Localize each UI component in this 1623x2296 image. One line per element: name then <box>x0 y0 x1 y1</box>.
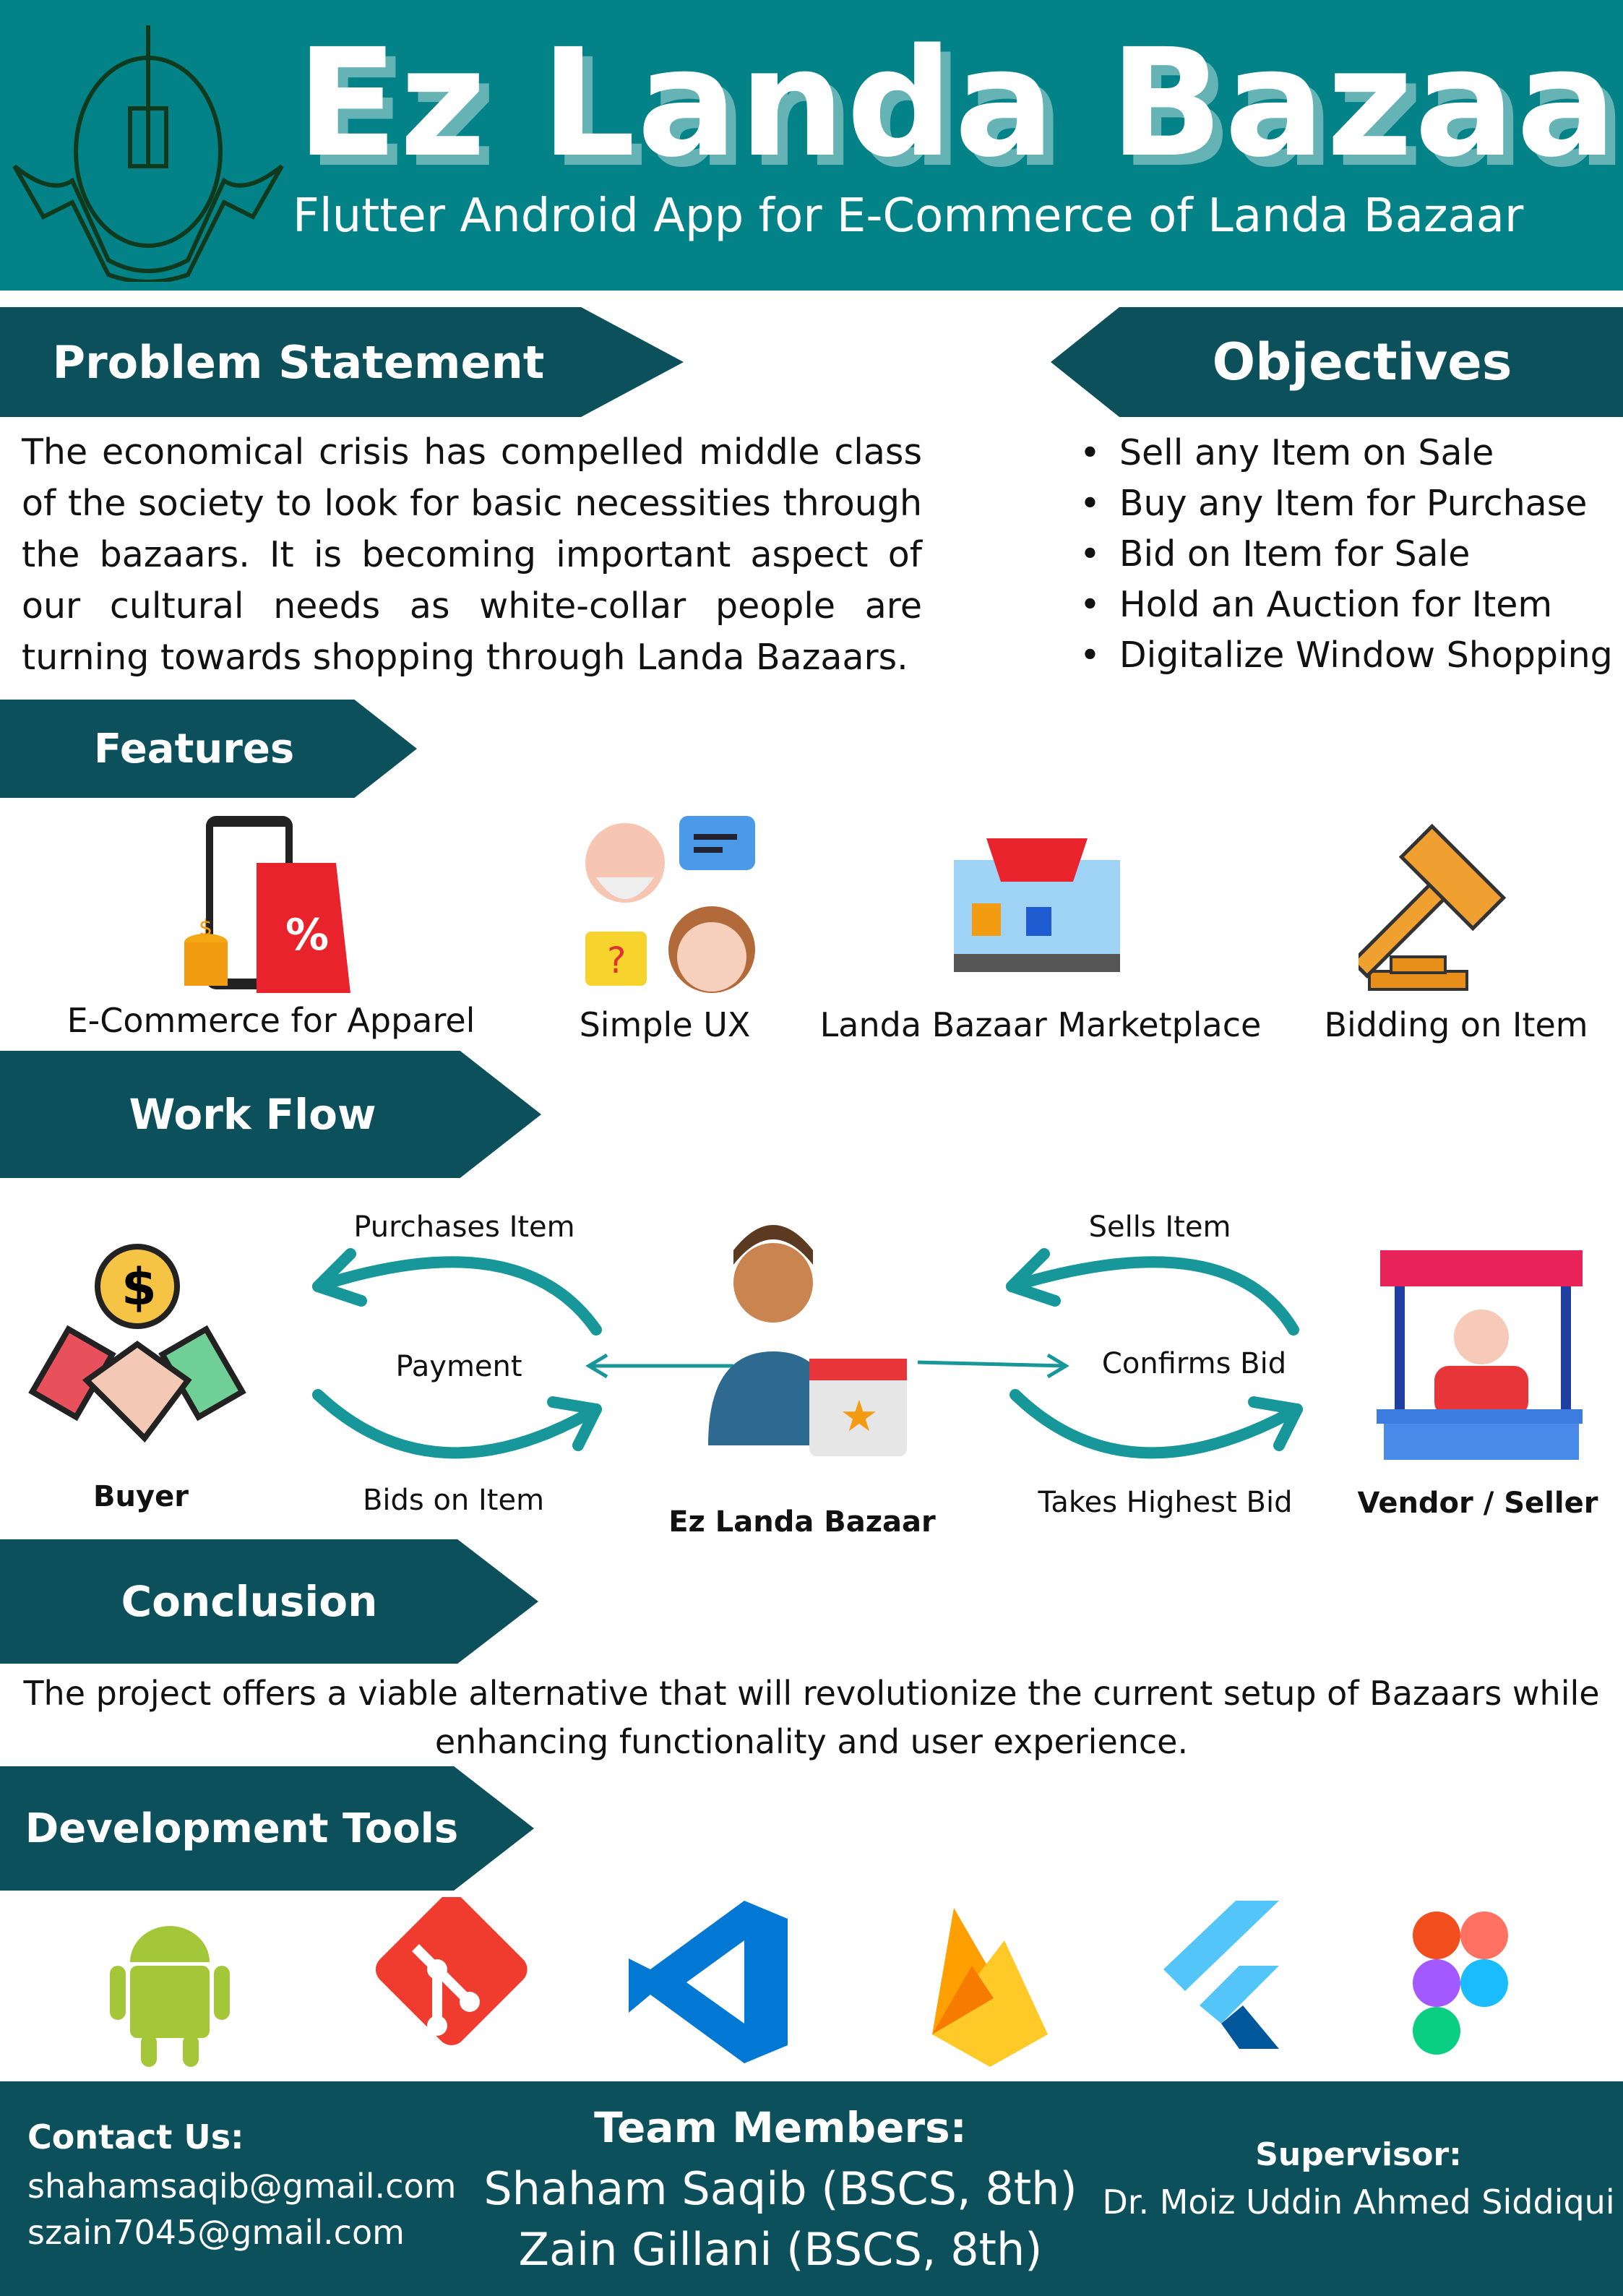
svg-text:%: % <box>285 910 329 960</box>
contact-heading: Contact Us: <box>27 2117 244 2157</box>
takes-arrow <box>1009 1389 1303 1459</box>
gavel-icon <box>1359 823 1507 991</box>
workflow-diagram: $ ★ <box>28 1225 1583 1460</box>
feature-label: E-Commerce for Apparel <box>66 1001 475 1040</box>
svg-text:$: $ <box>121 1257 157 1317</box>
confirms-arrow <box>917 1353 1069 1379</box>
university-logo <box>12 25 284 282</box>
objective-item: Hold an Auction for Item <box>1080 580 1613 630</box>
sells-label: Sells Item <box>1088 1211 1231 1244</box>
bids-label: Bids on Item <box>362 1484 545 1517</box>
features-heading: Features <box>0 700 417 798</box>
supervisor-name: Dr. Moiz Uddin Ahmed Siddiqui <box>1102 2183 1615 2222</box>
shopping-phone-icon: % $ <box>184 816 350 993</box>
payment-arrow <box>585 1353 733 1379</box>
svg-text:$: $ <box>199 916 212 941</box>
payment-label: Payment <box>395 1350 522 1383</box>
email-link[interactable]: szain7045@gmail.com <box>27 2213 405 2252</box>
buyer-label: Buyer <box>93 1480 189 1513</box>
vendor-stall-icon <box>1377 1250 1583 1460</box>
svg-text:★: ★ <box>840 1391 879 1442</box>
vendor-label: Vendor / Seller <box>1357 1487 1598 1520</box>
handshake-icon: $ <box>28 1244 246 1443</box>
marketplace-icon <box>954 838 1120 972</box>
supervisor-heading: Supervisor: <box>1255 2136 1462 2173</box>
conclusion-heading: Conclusion <box>0 1539 538 1664</box>
workflow-heading: Work Flow <box>0 1051 541 1178</box>
purchases-label: Purchases Item <box>353 1211 575 1244</box>
objectives-list: Sell any Item on Sale Buy any Item for P… <box>1080 428 1613 681</box>
chat-users-icon: ? <box>585 816 755 993</box>
feature-label: Bidding on Item <box>1324 1005 1588 1044</box>
firebase-icon <box>932 1908 1048 2067</box>
purchases-arrow <box>312 1256 602 1336</box>
git-icon <box>375 1897 528 2046</box>
app-subtitle: Flutter Android App for E-Commerce of La… <box>293 189 1524 243</box>
app-title: Ez Landa Bazaar <box>296 17 1623 190</box>
android-icon <box>110 1926 230 2067</box>
takes-label: Takes Highest Bid <box>1038 1486 1293 1519</box>
conclusion-text: The project offers a viable alternative … <box>23 1674 1600 1761</box>
team-member: Zain Gillani (BSCS, 8th) <box>518 2223 1043 2276</box>
center-label: Ez Landa Bazaar <box>668 1505 936 1539</box>
problem-text: The economical crisis has compelled midd… <box>22 431 922 678</box>
flutter-icon <box>1163 1901 1279 2049</box>
tools-icons <box>110 1897 1508 2067</box>
team-heading: Team Members: <box>594 2103 967 2152</box>
header: Ez Landa Bazaar Flutter Android App for … <box>0 0 1623 291</box>
footer: Contact Us: shahamsaqib@gmail.com szain7… <box>0 2081 1623 2296</box>
objectives-heading: Objectives <box>1051 307 1623 417</box>
tools-heading: Development Tools <box>0 1766 534 1891</box>
objective-item: Bid on Item for Sale <box>1080 529 1613 580</box>
feature-label: Simple UX <box>579 1005 751 1044</box>
confirms-label: Confirms Bid <box>1101 1347 1287 1380</box>
team-member: Shaham Saqib (BSCS, 8th) <box>483 2162 1077 2215</box>
sells-arrow <box>1006 1256 1299 1336</box>
figma-icon <box>1413 1912 1508 2055</box>
feature-label: Landa Bazaar Marketplace <box>819 1005 1262 1044</box>
email-link[interactable]: shahamsaqib@gmail.com <box>27 2167 457 2206</box>
person-calendar-icon: ★ <box>708 1225 907 1456</box>
vscode-icon <box>629 1901 788 2063</box>
objective-item: Buy any Item for Purchase <box>1080 478 1613 529</box>
objective-item: Digitalize Window Shopping <box>1080 630 1613 681</box>
objective-item: Sell any Item on Sale <box>1080 428 1613 478</box>
bids-arrow <box>312 1389 602 1459</box>
svg-text:?: ? <box>607 940 627 981</box>
problem-heading: Problem Statement <box>0 307 684 417</box>
